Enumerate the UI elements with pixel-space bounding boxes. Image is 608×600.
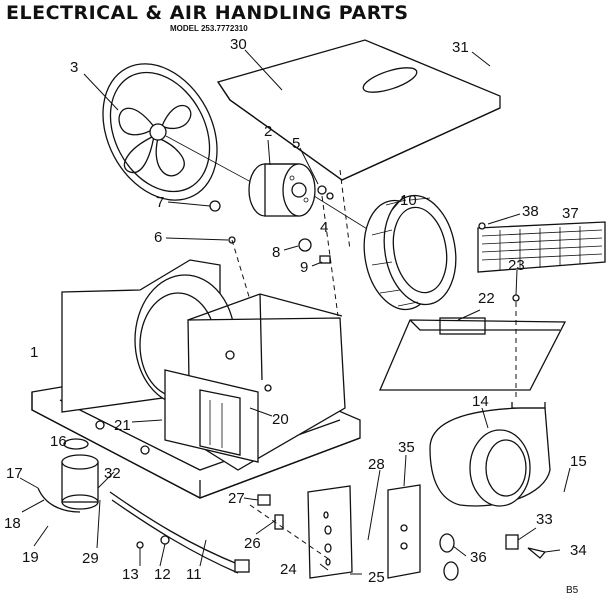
callout-12: 12 xyxy=(154,566,171,583)
capacitor xyxy=(37,438,99,513)
callout-3: 3 xyxy=(70,59,78,76)
callout-34: 34 xyxy=(570,542,587,559)
callout-5: 5 xyxy=(292,135,300,152)
page-code: B5 xyxy=(566,585,579,596)
callout-11: 11 xyxy=(186,566,202,583)
callout-10: 10 xyxy=(400,192,417,209)
top-cover-panel xyxy=(216,39,501,181)
control-plate-35 xyxy=(387,484,421,579)
alignment-lines xyxy=(231,169,517,561)
callout-20: 20 xyxy=(272,411,289,428)
callout-8: 8 xyxy=(272,244,280,261)
leader-lines xyxy=(19,49,571,575)
callout-1: 1 xyxy=(30,344,38,361)
callout-37: 37 xyxy=(562,205,579,222)
filter-screen xyxy=(477,221,606,302)
callout-38: 38 xyxy=(522,203,539,220)
callout-31: 31 xyxy=(452,39,469,56)
callout-26: 26 xyxy=(244,535,261,552)
callout-30: 30 xyxy=(230,36,247,53)
callout-15: 15 xyxy=(570,453,587,470)
callout-14: 14 xyxy=(472,393,489,410)
callout-32: 32 xyxy=(104,465,121,482)
model-number: MODEL 253.7772310 xyxy=(170,24,248,33)
callout-16: 16 xyxy=(50,433,67,450)
control-plate-24 xyxy=(307,485,353,579)
callout-21: 21 xyxy=(114,417,131,434)
callout-17: 17 xyxy=(6,465,23,482)
callout-13: 13 xyxy=(122,566,139,583)
callout-33: 33 xyxy=(536,511,553,528)
control-panel-insert xyxy=(164,369,259,463)
callout-28: 28 xyxy=(368,456,385,473)
callout-18: 18 xyxy=(4,515,21,532)
diagram-title: ELECTRICAL & AIR HANDLING PARTS xyxy=(6,2,409,24)
power-cord xyxy=(109,491,250,574)
callout-23: 23 xyxy=(508,257,525,274)
callout-22: 22 xyxy=(478,290,495,307)
callout-9: 9 xyxy=(300,259,308,276)
blower-housing xyxy=(429,402,551,507)
callout-29: 29 xyxy=(82,550,99,567)
callout-25: 25 xyxy=(368,569,385,586)
control-knobs xyxy=(439,533,459,581)
callout-6: 6 xyxy=(154,229,162,246)
callout-35: 35 xyxy=(398,439,415,456)
callout-19: 19 xyxy=(22,549,39,566)
switch-and-bracket xyxy=(257,494,547,559)
callout-27: 27 xyxy=(228,490,245,507)
callout-4: 4 xyxy=(320,219,328,236)
condenser-fan-blade xyxy=(102,63,218,201)
callout-36: 36 xyxy=(470,549,487,566)
partition-plate xyxy=(379,317,567,391)
blower-wheel xyxy=(363,194,457,311)
callout-7: 7 xyxy=(156,194,164,211)
fan-motor xyxy=(248,163,316,217)
callout-24: 24 xyxy=(280,561,297,578)
callout-2: 2 xyxy=(264,123,272,140)
